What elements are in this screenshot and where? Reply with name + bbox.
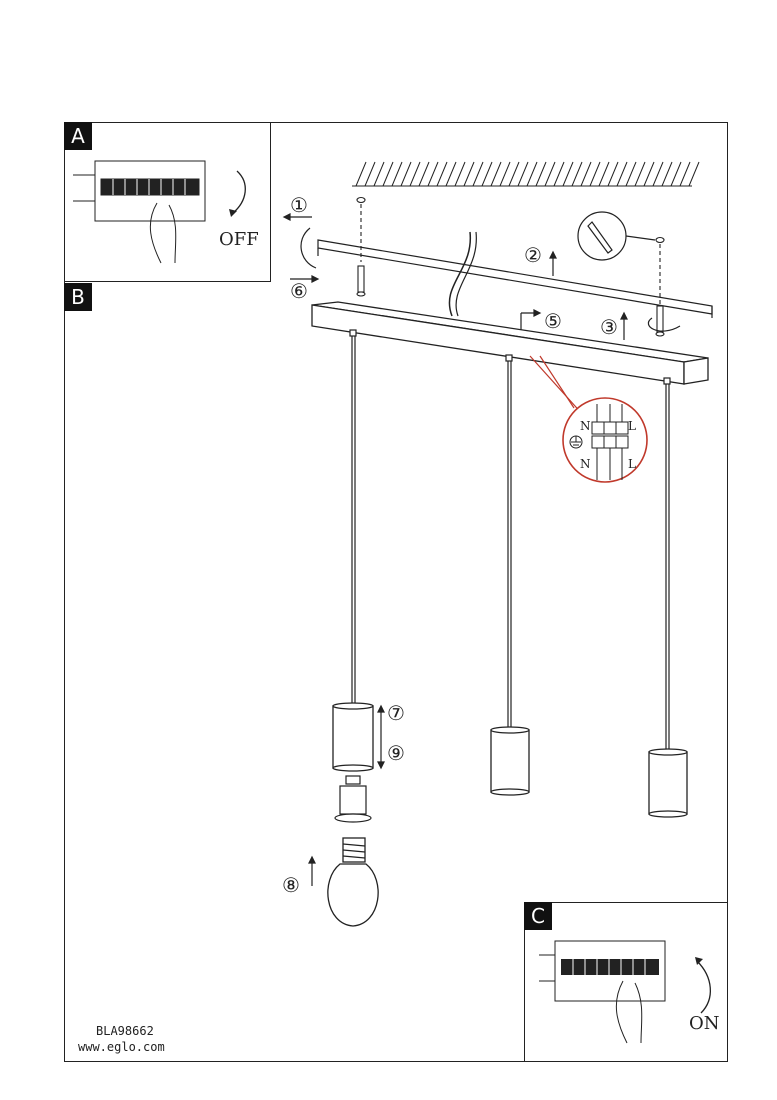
- terminal-neutral-bottom: N: [580, 457, 591, 471]
- hatch-stroke: [625, 161, 637, 187]
- hatch-stroke: [364, 161, 376, 187]
- panel-a-tag: A: [64, 122, 92, 150]
- hatch-stroke: [571, 161, 583, 187]
- breaker-on-illustration: ON: [539, 940, 720, 1044]
- hatch-stroke: [607, 161, 619, 187]
- rotate-arrow-left: [300, 227, 317, 269]
- hatch-stroke: [508, 161, 520, 187]
- hatch-stroke: [643, 161, 655, 187]
- ceiling-hatch: [352, 161, 700, 187]
- pendant-cords: [349, 329, 671, 752]
- panel-b-tag: B: [64, 283, 92, 311]
- terminal-live-bottom: L: [628, 457, 636, 471]
- step-5: ⑤: [544, 309, 562, 333]
- hatch-stroke: [436, 161, 448, 187]
- hatch-stroke: [544, 161, 556, 187]
- hatch-stroke: [535, 161, 547, 187]
- hatch-stroke: [517, 161, 529, 187]
- hatch-stroke: [355, 161, 367, 187]
- hatch-stroke: [580, 161, 592, 187]
- step-arrows: [282, 213, 628, 886]
- hatch-stroke: [661, 161, 673, 187]
- hatch-stroke: [400, 161, 412, 187]
- hatch-stroke: [598, 161, 610, 187]
- hatch-stroke: [526, 161, 538, 187]
- hatch-stroke: [382, 161, 394, 187]
- screw-right: [655, 236, 665, 337]
- earth-ground-icon: [569, 435, 583, 449]
- hatch-stroke: [409, 161, 421, 187]
- mounting-bracket: [317, 239, 713, 318]
- diagram-frame: [64, 122, 728, 1062]
- step-2: ②: [524, 243, 542, 267]
- hatch-stroke: [499, 161, 511, 187]
- hatch-stroke: [553, 161, 565, 187]
- light-bulb: [327, 837, 379, 927]
- hatch-stroke: [445, 161, 457, 187]
- hatch-stroke: [589, 161, 601, 187]
- hatch-stroke: [490, 161, 502, 187]
- hatch-stroke: [562, 161, 574, 187]
- panel-c-on-label: ON: [689, 1013, 720, 1034]
- lamp-holder: [334, 775, 372, 823]
- panel-a-off-label: OFF: [219, 229, 259, 250]
- hatch-stroke: [670, 161, 682, 187]
- canopy-bar: [311, 301, 709, 385]
- step-6: ⑥: [290, 279, 308, 303]
- rotate-arrow-right: [647, 317, 681, 332]
- panel-c-tag: C: [524, 902, 552, 930]
- website-link[interactable]: www.eglo.com: [78, 1040, 165, 1054]
- hatch-stroke: [688, 161, 700, 187]
- product-code: BLA98662: [96, 1024, 154, 1038]
- hatch-stroke: [616, 161, 628, 187]
- shade-right: [648, 748, 688, 818]
- hatch-stroke: [418, 161, 430, 187]
- breaker-off-illustration: OFF: [73, 160, 259, 264]
- hatch-stroke: [472, 161, 484, 187]
- hatch-stroke: [427, 161, 439, 187]
- terminal-detail: N L N L: [529, 355, 648, 483]
- shade-middle: [490, 726, 530, 796]
- step-7: ⑦: [387, 701, 405, 725]
- panel-a: OFF: [64, 122, 271, 282]
- hatch-stroke: [634, 161, 646, 187]
- dowel-detail: [577, 211, 656, 261]
- hatch-stroke: [373, 161, 385, 187]
- terminal-neutral-top: N: [580, 419, 591, 433]
- step-3: ③: [600, 315, 618, 339]
- hatch-stroke: [454, 161, 466, 187]
- shade-left: [332, 702, 374, 772]
- hatch-stroke: [391, 161, 403, 187]
- step-9: ⑨: [387, 741, 405, 765]
- terminal-live-top: L: [628, 419, 636, 433]
- panel-c: ON: [524, 902, 728, 1062]
- step-8: ⑧: [282, 873, 300, 897]
- hatch-stroke: [679, 161, 691, 187]
- hatch-stroke: [652, 161, 664, 187]
- supply-cable: [448, 231, 471, 317]
- screw-left: [356, 196, 366, 297]
- hatch-stroke: [463, 161, 475, 187]
- step-1: ①: [290, 193, 308, 217]
- hatch-stroke: [481, 161, 493, 187]
